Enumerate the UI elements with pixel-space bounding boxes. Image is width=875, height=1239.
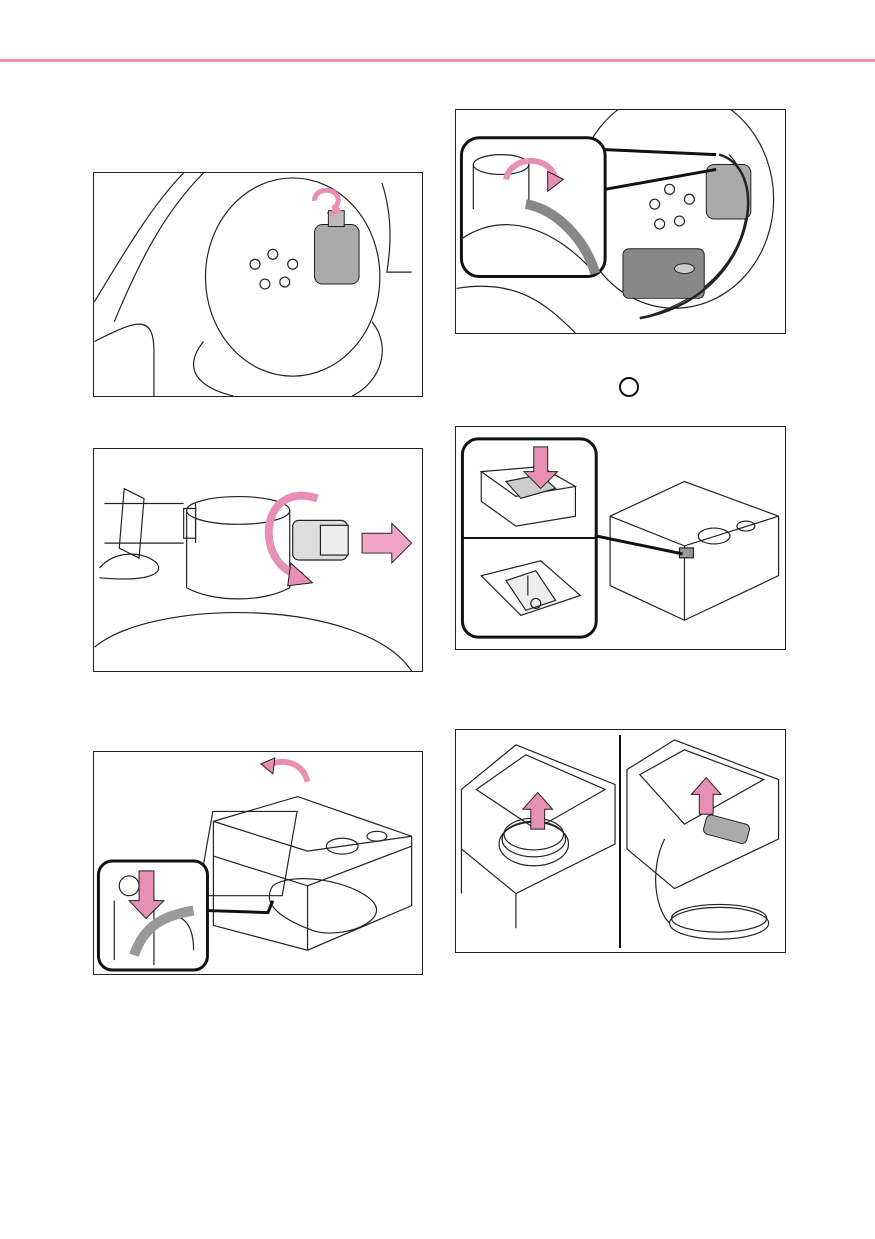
- bottle-cap-rotate-arrow-icon: [94, 487, 413, 671]
- compressor-hose-attached-icon: [456, 110, 775, 333]
- figure-hose-connected-to-valve: [455, 109, 786, 334]
- off-position-symbol: O: [619, 377, 639, 397]
- figure-compressor-switch: [455, 426, 786, 650]
- figure-cord-and-plug-removal: [455, 729, 786, 953]
- power-switch-on-off-icon: [460, 437, 780, 639]
- wheel-with-sealant-bottle-icon: [94, 173, 412, 396]
- header-rule: [0, 59, 875, 62]
- figure-valve-cap-on-wheel: [93, 172, 423, 397]
- figure-compressor-cover-open: [93, 751, 423, 975]
- compressor-cover-lift-icon: [96, 757, 413, 972]
- figure-bottle-cap-unscrew: [93, 448, 423, 672]
- cord-lift-out-icon: [460, 734, 780, 949]
